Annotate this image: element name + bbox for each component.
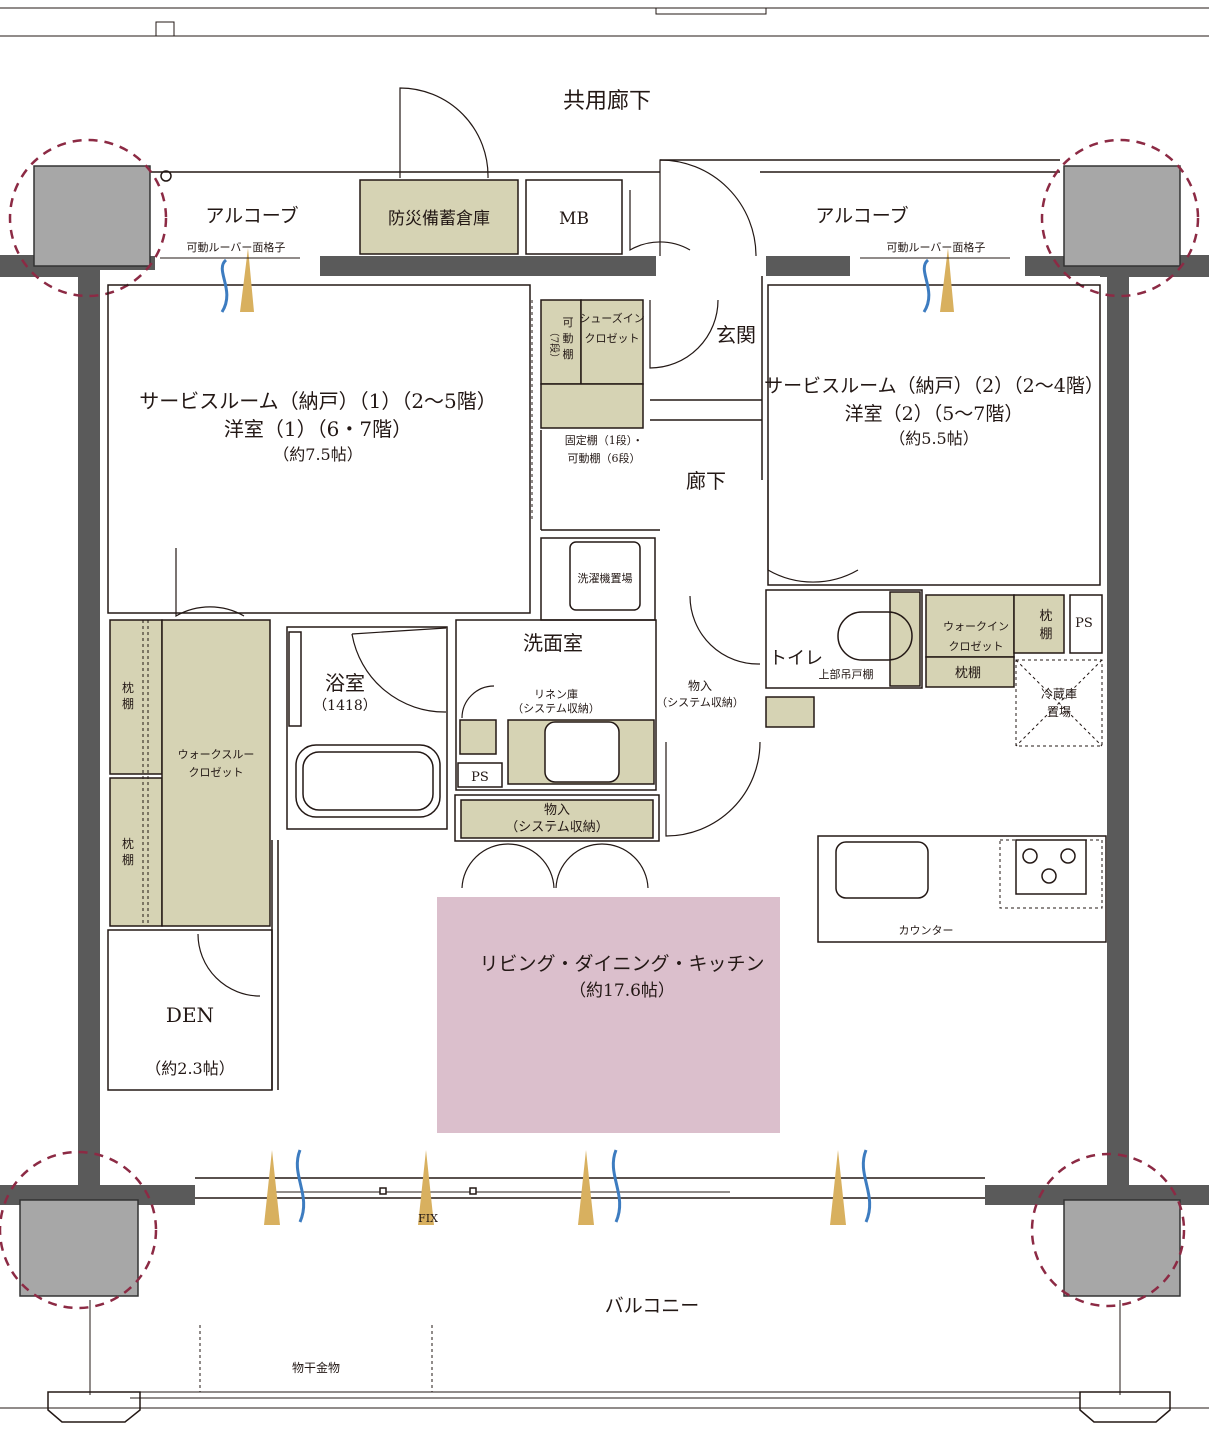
balcony-label: バルコニー xyxy=(605,1295,700,1317)
fridge-label-1: 冷蔵庫 xyxy=(1041,687,1077,701)
ldk-line2: （約17.6帖） xyxy=(569,981,675,1001)
linen-label-2: （システム収納） xyxy=(512,702,600,715)
storage-right-1: 物入 xyxy=(688,679,712,693)
shoes-closet-label-2: クロゼット xyxy=(585,332,640,345)
corridor-outline xyxy=(150,159,1060,182)
corridor-label: 廊下 xyxy=(686,469,726,493)
counter-label: カウンター xyxy=(899,924,954,937)
storage-door-left[interactable] xyxy=(399,87,489,179)
bedroom1-door[interactable] xyxy=(175,548,245,618)
room2-line2: 洋室（2）（5〜7階） xyxy=(845,403,1024,425)
pillars xyxy=(19,165,1181,1297)
alcove-right-label: アルコーブ xyxy=(815,204,908,227)
storage-center-1: 物入 xyxy=(544,803,570,818)
alcove-boxes xyxy=(359,179,623,255)
ldk-highlight xyxy=(437,897,780,1133)
top-strip xyxy=(0,7,1209,37)
pillow-top-2: 棚 xyxy=(122,696,134,711)
disaster-storage xyxy=(359,179,519,255)
bath-door-arc[interactable] xyxy=(351,633,447,713)
pillow-shelf-right: 枕棚 xyxy=(955,666,981,681)
mb-label: MB xyxy=(559,209,589,229)
storage-right-2: （システム収納） xyxy=(656,696,744,709)
vent-blue-3 xyxy=(295,1149,306,1223)
pillow-shelf-v1: 枕 xyxy=(1039,609,1052,624)
mb-door[interactable] xyxy=(629,190,691,252)
ps-right-label: PS xyxy=(1075,616,1093,631)
vent-blue-5 xyxy=(861,1149,872,1223)
linen-door[interactable] xyxy=(461,685,495,719)
shoe-closet-door[interactable] xyxy=(649,299,719,369)
mb-box xyxy=(525,179,623,255)
common-corridor-label: 共用廊下 xyxy=(563,89,651,114)
den-label: DEN xyxy=(166,1003,214,1027)
toilet-door[interactable] xyxy=(689,595,761,665)
room1-line2: 洋室（1）（6・7階） xyxy=(224,417,412,441)
shoes-closet-label-1: シューズイン xyxy=(579,311,644,325)
pillow-bottom-1: 枕 xyxy=(122,836,134,851)
pillar-top-right xyxy=(1063,165,1181,267)
room1-line1: サービスルーム（納戸）（1）（2〜5階） xyxy=(139,389,497,413)
ps-center-label: PS xyxy=(471,770,489,785)
den-door[interactable] xyxy=(197,933,261,997)
vent-gold-1 xyxy=(240,248,254,312)
vents xyxy=(220,248,954,1225)
bedroom2-door[interactable] xyxy=(767,480,859,583)
pillow-bottom-2: 棚 xyxy=(122,852,134,867)
walkthrough-label-1: ウォークスルー xyxy=(178,748,255,761)
entrance-label: 玄関 xyxy=(716,323,756,347)
pillar-rings xyxy=(0,138,1200,1310)
pillar-bottom-right xyxy=(1063,1199,1181,1297)
fridge-label-2: 置場 xyxy=(1047,705,1071,719)
walkin-label-2: クロゼット xyxy=(949,640,1004,653)
pillow-shelf-v2: 棚 xyxy=(1039,627,1052,642)
movable-shelf-1: 可 xyxy=(563,316,574,329)
louver-right-label: 可動ルーバー面格子 xyxy=(887,240,986,254)
toilet-label: トイレ xyxy=(769,648,823,669)
storage-center-2: （システム収納） xyxy=(505,820,609,835)
pillar-bottom-left xyxy=(19,1199,139,1297)
bath-label: 浴室 xyxy=(325,671,365,695)
doors xyxy=(175,87,859,997)
movable-shelf-2: 動 xyxy=(563,331,574,345)
vent-blue-2 xyxy=(922,258,931,313)
walkthrough-label-2: クロゼット xyxy=(189,766,244,779)
den-size: （約2.3帖） xyxy=(145,1059,234,1078)
alcove-left-label: アルコーブ xyxy=(205,204,298,227)
vent-gold-6 xyxy=(830,1150,846,1225)
storage-center-doors[interactable] xyxy=(461,843,649,889)
pillar-top-left xyxy=(33,165,151,267)
pillow-top-1: 枕 xyxy=(122,680,134,695)
vent-gold-4 xyxy=(418,1150,434,1225)
disaster-storage-label: 防災備蓄倉庫 xyxy=(388,209,490,229)
laundry-hanger-label: 物干金物 xyxy=(292,1360,340,1375)
bath-door[interactable] xyxy=(351,627,447,635)
room2-line3: （約5.5帖） xyxy=(889,429,978,448)
walkin-label-1: ウォークイン xyxy=(943,620,1009,633)
interior-partitions xyxy=(0,276,1209,1423)
entrance-door[interactable] xyxy=(659,159,757,257)
upper-cabinet-label: 上部吊戸棚 xyxy=(819,667,874,681)
vent-blue-4 xyxy=(611,1149,622,1223)
louver-left-label: 可動ルーバー面格子 xyxy=(187,240,286,254)
room2-line1: サービスルーム（納戸）（2）（2〜4階） xyxy=(764,375,1104,397)
movable-shelf-4: （7段） xyxy=(548,327,561,363)
linen-label-1: リネン庫 xyxy=(534,687,578,701)
labels: 共用廊下 アルコーブ アルコーブ 可動ルーバー面格子 可動ルーバー面格子 防災備… xyxy=(122,89,1104,1375)
vent-gold-3 xyxy=(264,1150,280,1225)
vent-gold-2 xyxy=(940,248,954,312)
ldk-door[interactable] xyxy=(665,741,761,837)
bath-size: （1418） xyxy=(313,698,377,714)
ldk-line1: リビング・ダイニング・キッチン xyxy=(479,953,764,975)
fixed-shelf-2: 可動棚（6段） xyxy=(568,451,641,465)
vent-gold-5 xyxy=(578,1150,594,1225)
washroom-label: 洗面室 xyxy=(523,631,583,655)
room1-line3: （約7.5帖） xyxy=(273,445,362,464)
fixed-shelf-1: 固定棚（1段）・ xyxy=(565,433,644,447)
washer-label: 洗濯機置場 xyxy=(578,571,633,585)
vent-blue-1 xyxy=(220,258,229,313)
fix-label: FIX xyxy=(418,1212,438,1225)
movable-shelf-3: 棚 xyxy=(563,347,574,361)
